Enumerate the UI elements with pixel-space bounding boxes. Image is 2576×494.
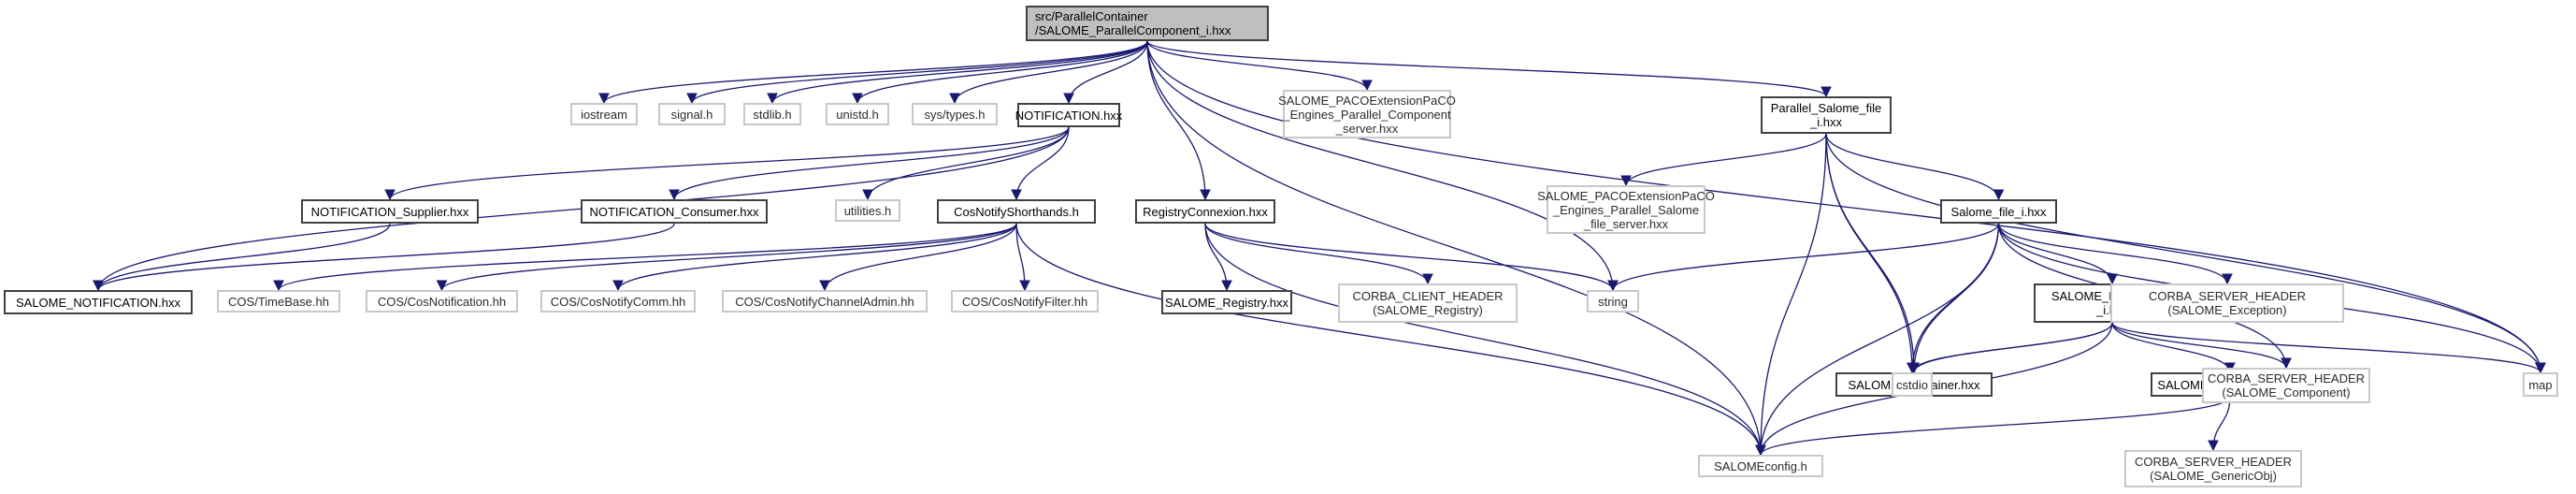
edge-cosnotify-sh-to-cos-notification: [436, 223, 1017, 292]
node-paco-comp: SALOME_PACOExtensionPaCO _Engines_Parall…: [1278, 90, 1456, 138]
edge-cosnotify-sh-to-cos-timebase: [273, 223, 1017, 292]
edge-par-salome-file-to-map: [1825, 133, 2546, 374]
node-corba-server-component: CORBA_SERVER_HEADER (SALOME_Component): [2202, 368, 2370, 403]
edge-cosnotify-sh-to-cos-notifycomm: [612, 223, 1017, 292]
edge-par-salome-file-to-salome-container: [1825, 133, 1920, 374]
edge-filetransfer-to-cstdio: [1907, 322, 2113, 374]
node-paco-file: SALOME_PACOExtensionPaCO _Engines_Parall…: [1537, 185, 1715, 234]
node-cos-timebase: COS/TimeBase.hh: [217, 290, 340, 312]
edge-root-to-paco-comp: [1146, 40, 1373, 92]
node-salome-notification[interactable]: SALOME_NOTIFICATION.hxx: [4, 290, 193, 314]
node-root[interactable]: src/ParallelContainer /SALOME_ParallelCo…: [1026, 6, 1269, 41]
edge-root-to-iostream: [598, 40, 1148, 105]
node-registry-cnx[interactable]: RegistryConnexion.hxx: [1135, 199, 1275, 224]
edge-cosnotify-sh-to-salomeconfig: [1015, 223, 1766, 457]
edge-registry-cnx-to-corba-client-registry: [1204, 223, 1433, 285]
node-corba-server-genericobj: CORBA_SERVER_HEADER (SALOME_GenericObj): [2124, 450, 2302, 487]
edge-notification-to-notif-supplier: [384, 126, 1070, 201]
edge-root-to-map: [1146, 40, 2546, 374]
node-salome-registry[interactable]: SALOME_Registry.hxx: [1161, 290, 1292, 314]
edge-root-to-systypes: [949, 40, 1148, 105]
edge-salome-file-to-salomeconfig: [1755, 223, 2000, 457]
node-signal: signal.h: [658, 103, 726, 125]
node-cos-notifycomm: COS/CosNotifyComm.hh: [540, 290, 696, 312]
node-unistd: unistd.h: [826, 103, 889, 125]
node-cstdio: cstdio: [1892, 372, 1933, 397]
edge-salome-file-to-filetransfer: [1997, 223, 2118, 285]
edge-salome-file-to-string: [1607, 223, 2000, 292]
node-iostream: iostream: [570, 103, 638, 125]
edge-cosnotify-sh-to-cos-filter: [1015, 223, 1030, 292]
edge-filetransfer-to-genericobj: [2111, 322, 2236, 374]
node-string: string: [1587, 290, 1639, 312]
edge-root-to-string: [1146, 40, 1619, 292]
edge-root-to-unistd: [852, 40, 1148, 105]
edge-notification-to-cosnotify-sh: [1011, 126, 1070, 201]
edge-notif-supplier-to-salome-notification: [93, 223, 391, 292]
node-notif-supplier[interactable]: NOTIFICATION_Supplier.hxx: [301, 199, 479, 224]
node-utilities: utilities.h: [835, 199, 900, 222]
edge-filetransfer-to-map: [2111, 322, 2546, 374]
edge-par-salome-file-to-salome-file: [1825, 133, 2005, 201]
node-map: map: [2523, 372, 2558, 397]
edge-notif-consumer-to-salome-notification: [93, 223, 675, 292]
node-corba-client-registry: CORBA_CLIENT_HEADER (SALOME_Registry): [1338, 283, 1518, 323]
edge-root-to-par-salome-file: [1146, 40, 1832, 98]
edge-notification-to-utilities: [862, 126, 1070, 201]
edge-genericobj-to-corba-server-genericobj: [2208, 396, 2231, 452]
node-cos-notification: COS/CosNotification.hh: [366, 290, 518, 312]
edge-par-salome-file-to-paco-file: [1620, 133, 1827, 187]
edge-par-salome-file-to-cstdio: [1825, 133, 1918, 374]
edge-salome-file-to-salome-container: [1908, 223, 2000, 374]
node-salome-file[interactable]: Salome_file_i.hxx: [1940, 199, 2057, 224]
edge-cosnotify-sh-to-cos-channeladmin: [819, 223, 1017, 292]
node-cos-channeladmin: COS/CosNotifyChannelAdmin.hh: [722, 290, 928, 312]
node-salomeconfig: SALOMEconfig.h: [1698, 455, 1823, 477]
edge-notification-to-notif-consumer: [669, 126, 1070, 201]
node-notif-consumer[interactable]: NOTIFICATION_Consumer.hxx: [581, 199, 768, 224]
node-corba-server-exception: CORBA_SERVER_HEADER (SALOME_Exception): [2110, 283, 2344, 323]
edge-root-to-registry-cnx: [1146, 40, 1211, 201]
edge-filetransfer-to-corba-server-component: [2111, 322, 2292, 370]
edge-par-salome-file-to-salomeconfig: [1755, 133, 1827, 457]
node-par-salome-file[interactable]: Parallel_Salome_file _i.hxx: [1761, 96, 1892, 134]
edge-root-to-notification: [1063, 40, 1148, 105]
node-cos-filter: COS/CosNotifyFilter.hh: [951, 290, 1099, 312]
edge-salome-file-to-corba-server-exception: [1997, 223, 2233, 285]
node-systypes: sys/types.h: [912, 103, 998, 125]
node-stdlib: stdlib.h: [743, 103, 801, 125]
node-notification[interactable]: NOTIFICATION.hxx: [1015, 103, 1122, 127]
edge-genericobj-to-salomeconfig: [1755, 396, 2231, 457]
edge-root-to-stdlib: [767, 40, 1148, 105]
edge-root-to-signal: [686, 40, 1148, 105]
edge-registry-cnx-to-string: [1204, 223, 1619, 292]
edge-registry-cnx-to-salomeconfig: [1204, 223, 1766, 457]
node-cosnotify-sh[interactable]: CosNotifyShorthands.h: [937, 199, 1096, 224]
edge-salome-file-to-cstdio: [1907, 223, 2000, 374]
edge-root-to-salomeconfig: [1146, 40, 1766, 457]
